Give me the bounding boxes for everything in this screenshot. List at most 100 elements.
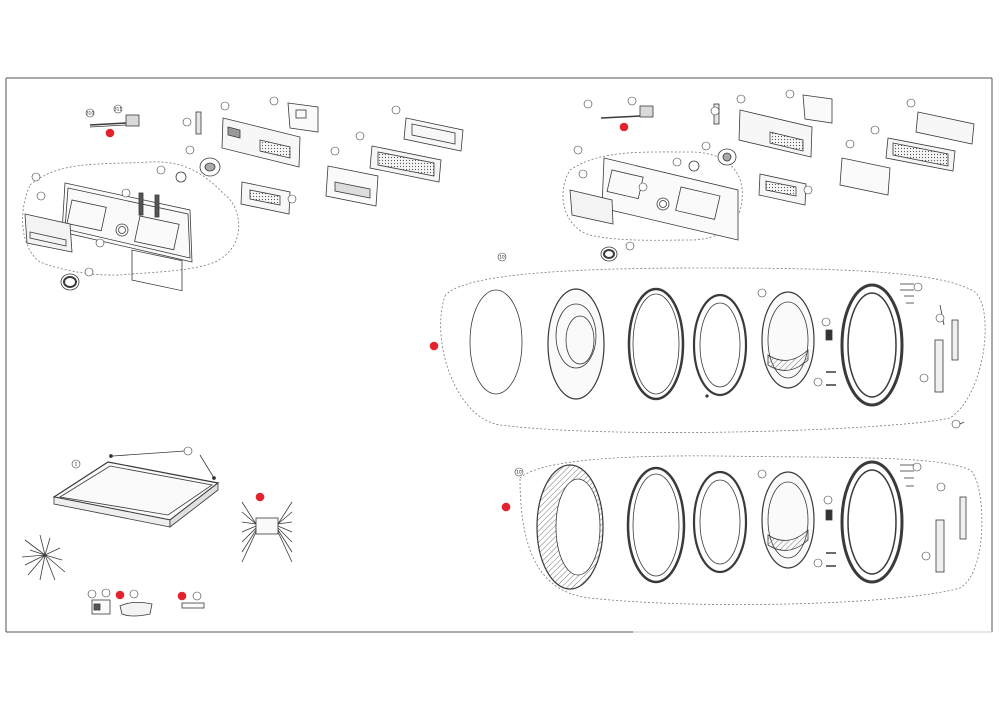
- callout-21: [710, 106, 720, 116]
- callout-circle: [757, 288, 767, 298]
- callout-40: [919, 373, 929, 383]
- callout-22: [736, 94, 746, 104]
- callout-12: [121, 188, 131, 198]
- button-strip: [195, 111, 202, 135]
- callout-circle: [501, 502, 511, 512]
- callout-circle: [514, 467, 524, 477]
- callout-circle: [220, 101, 230, 111]
- callout-label: 10: [499, 255, 505, 260]
- door-frame-ring: [627, 287, 685, 401]
- callout-circle: [785, 89, 795, 99]
- callout-26: [845, 139, 855, 149]
- callout-circle: [101, 588, 111, 598]
- callout-circle: [156, 165, 166, 175]
- callout-circle: [736, 94, 746, 104]
- callout-label: 311: [114, 107, 122, 112]
- callout-15: [95, 238, 105, 248]
- callout-bubbles: 310 311 10 1 10: [31, 89, 961, 601]
- callout-11: [156, 165, 166, 175]
- callout-circle: [919, 373, 929, 383]
- callout-58: [921, 551, 931, 561]
- left-control-panel-group: [22, 102, 464, 292]
- callout-circle: [821, 317, 831, 327]
- callout-54: [757, 469, 767, 479]
- wire-harness: [89, 122, 127, 126]
- callout-18: [583, 99, 593, 109]
- callout-highlight-47: [115, 590, 125, 600]
- fascia-knob-hole: [115, 223, 129, 237]
- display-pcb: [403, 117, 464, 152]
- door-hinge-ring: [692, 293, 748, 397]
- door-2-hinge-ring: [692, 470, 748, 574]
- callout-circle: [192, 591, 202, 601]
- door-1-dashed-boundary: [440, 267, 986, 433]
- callout-29: [638, 182, 648, 192]
- callout-6: [269, 96, 279, 106]
- callout-37: [913, 282, 923, 292]
- pcb-bracket: [287, 102, 319, 133]
- fascia-window-left: [66, 199, 107, 232]
- fascia-window-right: [134, 215, 180, 251]
- callout-10: [185, 145, 195, 155]
- callout-33: [625, 241, 635, 251]
- callout-circle: [578, 169, 588, 179]
- callout-circle: [391, 105, 401, 115]
- callout-19: [627, 96, 637, 106]
- callout-7: [391, 105, 401, 115]
- callout-circle: [813, 377, 823, 387]
- callout-circle: [177, 591, 187, 601]
- callout-label: 1: [75, 462, 78, 467]
- key-strip-2: [154, 194, 160, 218]
- callout-circle: [913, 282, 923, 292]
- callout-highlight-3: [105, 128, 115, 138]
- right-control-panel-group: [562, 94, 975, 262]
- callout-circle: [255, 492, 265, 502]
- callout-circle: [429, 341, 439, 351]
- door-latch: [825, 329, 833, 341]
- callout-59: [813, 558, 823, 568]
- callout-30: [573, 145, 583, 155]
- callout-39: [821, 317, 831, 327]
- callout-48: [192, 591, 202, 601]
- door-2-dashed-boundary: [519, 455, 983, 605]
- callout-circle: [115, 590, 125, 600]
- inner-door-glass: [761, 291, 815, 389]
- door-outer-ring: [547, 288, 605, 400]
- callout-circle: [803, 185, 813, 195]
- spare-plate: [181, 602, 205, 609]
- callout-14: [36, 191, 46, 201]
- door-2-frame-ring: [626, 466, 686, 584]
- callout-circle: [85, 108, 95, 118]
- callout-label: 310: [86, 111, 94, 116]
- callout-28: [672, 157, 682, 167]
- detergent-drawer: [24, 213, 73, 253]
- callout-circle: [330, 146, 340, 156]
- callout-circle: [269, 96, 279, 106]
- callout-highlight-53: [501, 502, 511, 512]
- callout-43: 1: [71, 459, 81, 469]
- callout-4: [182, 117, 192, 127]
- callout-44: [183, 446, 193, 456]
- callout-50: [101, 588, 111, 598]
- callout-1: 310: [85, 108, 95, 118]
- callout-highlight-20: [619, 122, 629, 132]
- callout-circle: [113, 104, 123, 114]
- callout-circle: [287, 194, 297, 204]
- callout-5: [220, 101, 230, 111]
- callout-circle: [912, 462, 922, 472]
- callout-circle: [638, 182, 648, 192]
- callout-circle: [951, 419, 961, 429]
- page-frame: [5, 77, 993, 633]
- callout-circle: [906, 98, 916, 108]
- callout-circle: [573, 145, 583, 155]
- callout-circle: [183, 446, 193, 456]
- callout-52: 10: [514, 467, 524, 477]
- callout-8: [355, 131, 365, 141]
- hinge-plate: [951, 319, 959, 361]
- callout-circle: [36, 191, 46, 201]
- callout-25: [870, 125, 880, 135]
- callout-36: [757, 288, 767, 298]
- callout-circle: [95, 238, 105, 248]
- callout-circle: [921, 551, 931, 561]
- top-cover-group: [21, 450, 293, 617]
